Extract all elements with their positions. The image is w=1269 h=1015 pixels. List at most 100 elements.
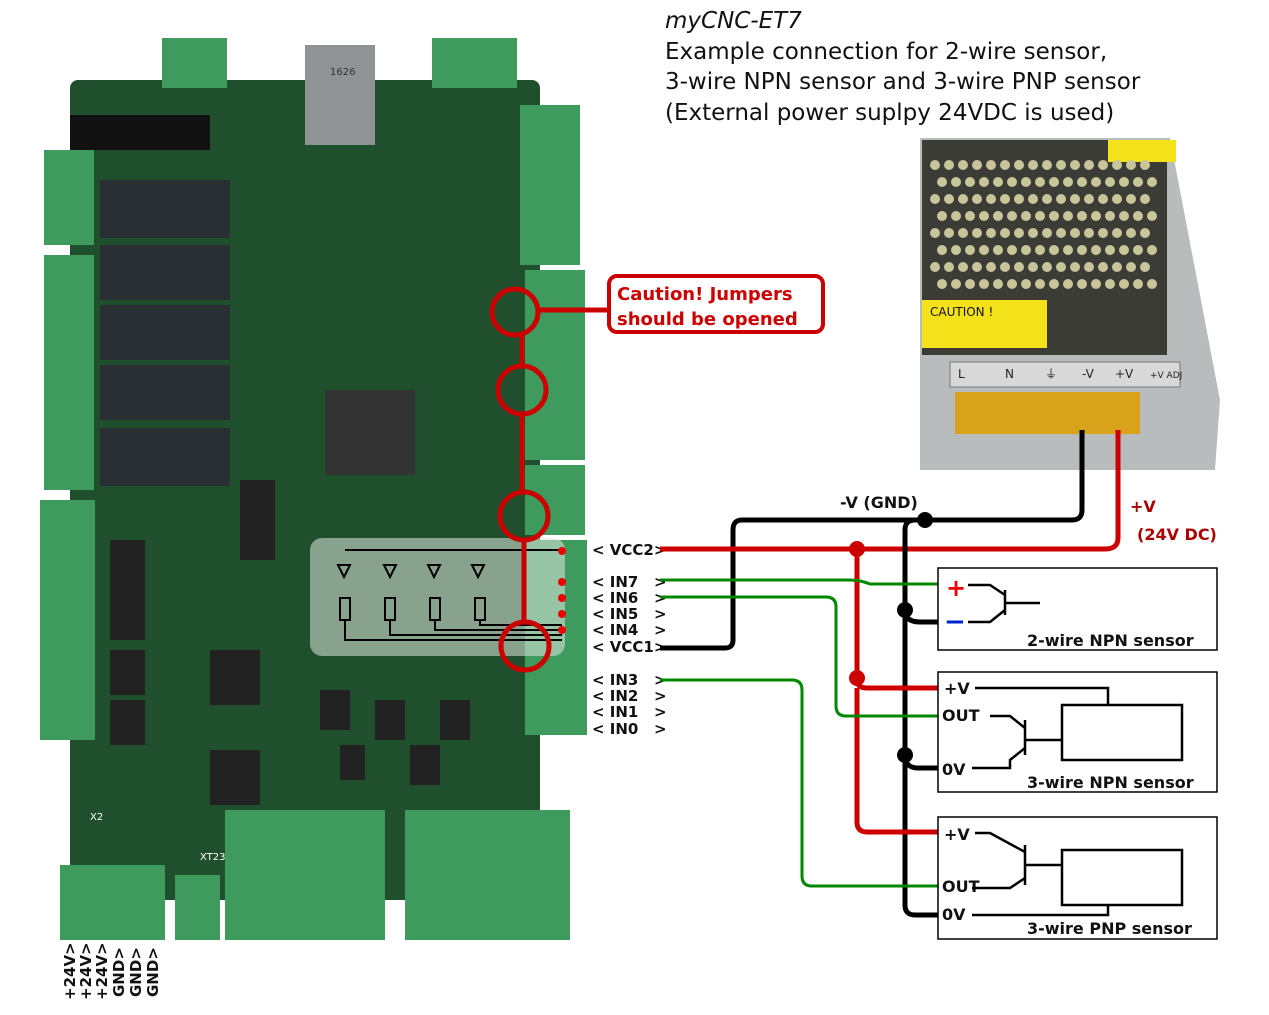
vent-hole xyxy=(1063,279,1073,289)
vent-hole xyxy=(1070,160,1080,170)
vent-hole xyxy=(1091,279,1101,289)
vent-hole xyxy=(1091,245,1101,255)
npn-v-label: +V xyxy=(944,679,970,698)
sensor-2wire-name: 2-wire NPN sensor xyxy=(1027,631,1194,650)
pnp-out-label: OUT xyxy=(942,877,980,896)
vent-hole xyxy=(1140,194,1150,204)
sensor-3wire-pnp: +V OUT 0V 3-wire PNP sensor xyxy=(937,816,1218,940)
vent-hole xyxy=(1126,160,1136,170)
vent-hole xyxy=(1007,279,1017,289)
sensor-pnp-name: 3-wire PNP sensor xyxy=(1027,919,1192,938)
vent-hole xyxy=(979,177,989,187)
vent-hole xyxy=(958,194,968,204)
vent-hole xyxy=(1000,262,1010,272)
title-line-4: (External power suplpy 24VDC is used) xyxy=(665,99,1115,126)
vent-hole xyxy=(930,228,940,238)
psu-terminal-minus: -V xyxy=(1082,367,1095,381)
caution-callout: Caution! Jumpers should be opened xyxy=(607,274,825,334)
vent-hole xyxy=(951,211,961,221)
psu-terminal-earth: ⏚ xyxy=(1045,367,1057,381)
vent-hole xyxy=(1147,177,1157,187)
wire-in6 xyxy=(660,595,938,718)
vent-hole xyxy=(1007,245,1017,255)
gnd-label: -V (GND) xyxy=(840,493,918,512)
vent-hole xyxy=(1091,211,1101,221)
vent-hole xyxy=(1049,279,1059,289)
vent-hole xyxy=(937,245,947,255)
vent-hole xyxy=(937,279,947,289)
sensor-npn-name: 3-wire NPN sensor xyxy=(1027,773,1194,792)
vent-hole xyxy=(1091,177,1101,187)
vent-hole xyxy=(1028,194,1038,204)
vent-hole xyxy=(958,262,968,272)
vent-hole xyxy=(972,228,982,238)
vent-hole xyxy=(1042,194,1052,204)
vent-hole xyxy=(972,262,982,272)
vent-hole xyxy=(1056,194,1066,204)
pin-labels: < VCC2> < IN7 > < IN6 > < IN5 > < IN4 > … xyxy=(592,541,667,738)
vent-hole xyxy=(1056,228,1066,238)
vent-hole xyxy=(1126,228,1136,238)
label-24v-1: +24V> xyxy=(61,942,79,1000)
vent-hole xyxy=(979,245,989,255)
vent-hole xyxy=(930,160,940,170)
xt23-label: XT23 xyxy=(200,852,226,863)
vent-hole xyxy=(1112,228,1122,238)
pin-in0: < IN0 > xyxy=(592,720,667,738)
pnp-v-label: +V xyxy=(944,825,970,844)
vent-hole xyxy=(1147,279,1157,289)
vent-hole xyxy=(1007,177,1017,187)
vent-hole xyxy=(1077,279,1087,289)
wire-in7 xyxy=(660,578,938,586)
vent-hole xyxy=(1000,228,1010,238)
vent-hole xyxy=(1147,245,1157,255)
vent-hole xyxy=(1014,228,1024,238)
vent-hole xyxy=(1035,279,1045,289)
vent-hole xyxy=(1133,279,1143,289)
x2-label: X2 xyxy=(90,812,103,823)
sensor-3wire-npn: +V OUT 0V 3-wire NPN sensor xyxy=(937,671,1218,793)
vent-hole xyxy=(1063,177,1073,187)
vent-hole xyxy=(1133,211,1143,221)
vent-hole xyxy=(986,262,996,272)
vent-hole xyxy=(1014,160,1024,170)
vent-hole xyxy=(1042,262,1052,272)
psu-vent xyxy=(930,160,1157,289)
vent-hole xyxy=(1021,245,1031,255)
vent-hole xyxy=(1119,245,1129,255)
vent-hole xyxy=(1112,194,1122,204)
title-product: myCNC-ET7 xyxy=(665,8,802,34)
vent-hole xyxy=(1140,160,1150,170)
vent-hole xyxy=(993,245,1003,255)
vent-hole xyxy=(1042,160,1052,170)
pin-in1: < IN1 > xyxy=(592,703,667,721)
vent-hole xyxy=(937,211,947,221)
vent-hole xyxy=(1147,211,1157,221)
vent-hole xyxy=(951,245,961,255)
vent-hole xyxy=(993,279,1003,289)
jumper-highlights xyxy=(489,286,608,673)
label-24v-2: +24V> xyxy=(77,942,95,1000)
vent-hole xyxy=(951,279,961,289)
vent-hole xyxy=(1105,279,1115,289)
caution-line-2: should be opened xyxy=(617,309,798,330)
vent-hole xyxy=(1028,160,1038,170)
pin-in5: < IN5 > xyxy=(592,605,667,623)
vent-hole xyxy=(1035,245,1045,255)
vent-hole xyxy=(1049,177,1059,187)
psu-terminal-l: L xyxy=(958,367,965,381)
vent-hole xyxy=(979,211,989,221)
pin-in2: < IN2 > xyxy=(592,687,667,705)
power-terminal-labels: +24V> +24V> +24V> GND> GND> GND> xyxy=(61,942,162,1000)
npn-out-label: OUT xyxy=(942,706,980,725)
vent-hole xyxy=(993,177,1003,187)
vent-hole xyxy=(1028,262,1038,272)
vent-hole xyxy=(930,194,940,204)
vent-hole xyxy=(1098,228,1108,238)
vent-hole xyxy=(1007,211,1017,221)
vent-hole xyxy=(986,194,996,204)
power-supply: CAUTION ! L N ⏚ -V +V +V ADJ xyxy=(920,138,1220,470)
vent-hole xyxy=(1021,211,1031,221)
vent-hole xyxy=(944,228,954,238)
